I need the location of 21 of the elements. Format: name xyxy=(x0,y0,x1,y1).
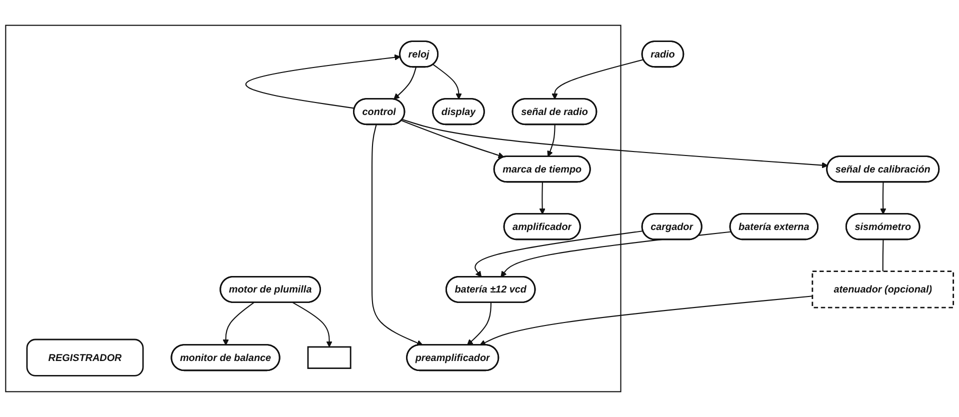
node-box: atenuador (opcional) xyxy=(812,270,954,308)
arrow xyxy=(466,302,492,346)
arrow xyxy=(539,182,546,214)
arrow xyxy=(401,120,504,158)
arrow xyxy=(432,64,462,100)
node-box xyxy=(307,346,352,369)
arrow xyxy=(371,124,424,346)
connector xyxy=(882,240,884,272)
cluster xyxy=(5,24,622,392)
arrow xyxy=(292,302,332,348)
arrow xyxy=(222,302,254,346)
node-box: REGISTRADOR xyxy=(26,338,144,376)
arrow xyxy=(552,59,644,100)
arrow xyxy=(480,296,812,346)
arrow xyxy=(394,67,417,100)
arrow xyxy=(246,54,401,109)
arrow xyxy=(402,118,828,168)
arrow xyxy=(880,182,886,214)
arrow xyxy=(547,124,556,157)
arrow xyxy=(500,231,732,278)
arrow xyxy=(474,230,644,278)
